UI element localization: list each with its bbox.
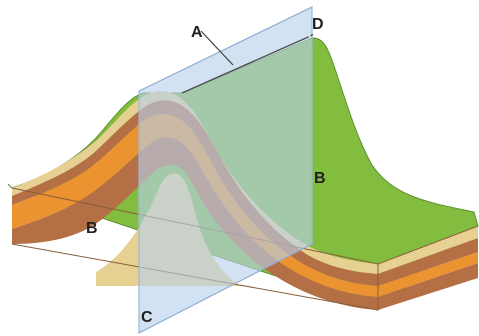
label-b-top: B <box>314 170 326 187</box>
vertical-plane <box>138 6 313 334</box>
front-layer-tan-top <box>12 91 378 274</box>
label-a-leader <box>200 30 234 66</box>
ridge-line-dashed-extension <box>305 33 315 39</box>
right-side-brown-upper <box>378 238 478 286</box>
front-layer-brown-lower <box>12 137 378 310</box>
front-layer-brown-upper <box>12 100 378 286</box>
label-d: D <box>312 16 324 33</box>
ridge-line-ad <box>181 37 307 94</box>
front-layer-orange <box>12 114 378 297</box>
right-side-brown-lower <box>378 263 478 310</box>
block-outline <box>11 187 479 311</box>
right-side-orange <box>378 252 478 297</box>
label-a: A <box>191 24 203 41</box>
right-side-tan <box>378 226 478 274</box>
label-b-side: B <box>86 220 98 237</box>
label-c: C <box>141 309 153 326</box>
